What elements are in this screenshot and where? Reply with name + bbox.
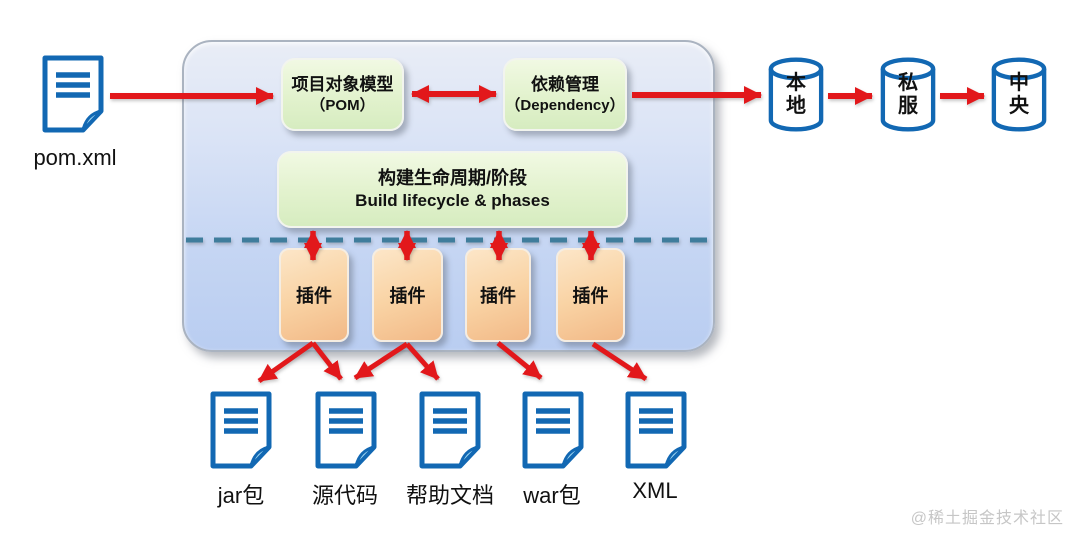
- pom-model-subtitle: （POM）: [310, 96, 375, 114]
- dependency-management-box: 依赖管理 （Dependency）: [503, 58, 627, 131]
- repo-local-label: 本地: [786, 72, 806, 117]
- lifecycle-title: 构建生命周期/阶段: [377, 167, 527, 188]
- output-doc-xml-icon: [623, 390, 689, 470]
- output-doc-jar-icon: [208, 390, 274, 470]
- plugin-box-4: 插件: [556, 248, 625, 342]
- plugin-box-1: 插件: [279, 248, 349, 342]
- output-label-war: war包: [523, 483, 581, 508]
- plugin-2-label: 插件: [389, 286, 426, 306]
- output-label-help: 帮助文档: [405, 483, 494, 508]
- pom-xml-label: pom.xml: [33, 145, 117, 170]
- repo-local: 本地: [767, 56, 825, 134]
- repo-central: 中央: [990, 56, 1048, 134]
- pom-model-title: 项目对象模型: [291, 74, 394, 94]
- plugin-box-2: 插件: [372, 248, 443, 342]
- repo-central-label: 中央: [1009, 72, 1029, 117]
- plugin-box-3: 插件: [465, 248, 531, 342]
- plugin-3-label: 插件: [480, 286, 516, 306]
- pom-model-box: 项目对象模型 （POM）: [281, 58, 404, 131]
- output-doc-help-icon: [417, 390, 483, 470]
- repo-private-label: 私服: [898, 72, 918, 117]
- output-label-jar: jar包: [217, 483, 265, 508]
- output-doc-war-icon: [520, 390, 586, 470]
- dependency-title: 依赖管理: [531, 74, 599, 94]
- lifecycle-subtitle: Build lifecycle & phases: [355, 191, 550, 211]
- output-label-xml: XML: [632, 478, 678, 503]
- output-doc-source-icon: [313, 390, 379, 470]
- dependency-subtitle: （Dependency）: [505, 96, 625, 114]
- pom-xml-document-icon: [40, 54, 106, 134]
- output-label-source: 源代码: [311, 483, 378, 508]
- plugin-1-label: 插件: [296, 286, 332, 306]
- watermark: @稀土掘金技术社区: [910, 510, 1064, 527]
- plugin-4-label: 插件: [572, 286, 609, 306]
- repo-private: 私服: [879, 56, 937, 134]
- build-lifecycle-box: 构建生命周期/阶段 Build lifecycle & phases: [277, 151, 628, 228]
